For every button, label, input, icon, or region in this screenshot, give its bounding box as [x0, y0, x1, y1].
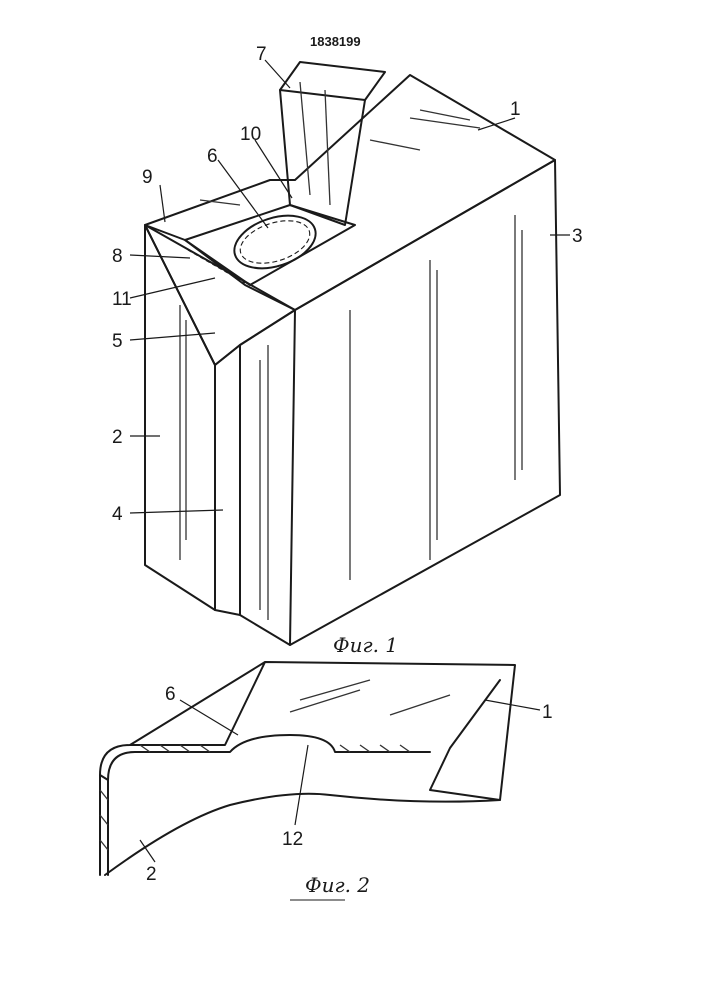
fig2-label-2: 2: [146, 864, 157, 885]
fig1-label-11: 11: [112, 289, 132, 310]
fig1-label-1: 1: [510, 99, 521, 120]
panel-shading: [290, 680, 450, 715]
fig2-label-12: 12: [282, 829, 303, 850]
box-right-face: [290, 160, 560, 645]
figure-1-caption: Фиг. 1: [333, 633, 398, 657]
panel-section: [100, 662, 515, 875]
fig1-label-9: 9: [142, 167, 153, 188]
seam-strip: [215, 345, 240, 615]
fig2-label-6: 6: [165, 684, 176, 705]
fig1-label-7: 7: [256, 44, 267, 65]
pull-tab: [280, 62, 385, 225]
opening-panel: [185, 205, 355, 285]
fig2-label-1: 1: [542, 702, 553, 723]
fig1-label-6: 6: [207, 146, 218, 167]
fig1-label-2: 2: [112, 427, 123, 448]
figure-1: 7 10 6 9 8 11 5 2 4 1 3 Фиг. 1: [112, 44, 583, 657]
fig1-label-8: 8: [112, 246, 123, 267]
flap: [145, 225, 295, 365]
figure-2-leaders: [140, 700, 540, 862]
figure-2: 6 12 1 2 Фиг. 2: [100, 662, 553, 900]
oval-opening: [228, 206, 323, 278]
fig1-label-3: 3: [572, 226, 583, 247]
fig1-label-5: 5: [112, 331, 123, 352]
figure-2-caption: Фиг. 2: [305, 873, 370, 897]
fig1-label-4: 4: [112, 504, 123, 525]
fig1-label-10: 10: [240, 124, 261, 145]
patent-number: 1838199: [310, 34, 361, 49]
section-profile: [108, 735, 430, 875]
